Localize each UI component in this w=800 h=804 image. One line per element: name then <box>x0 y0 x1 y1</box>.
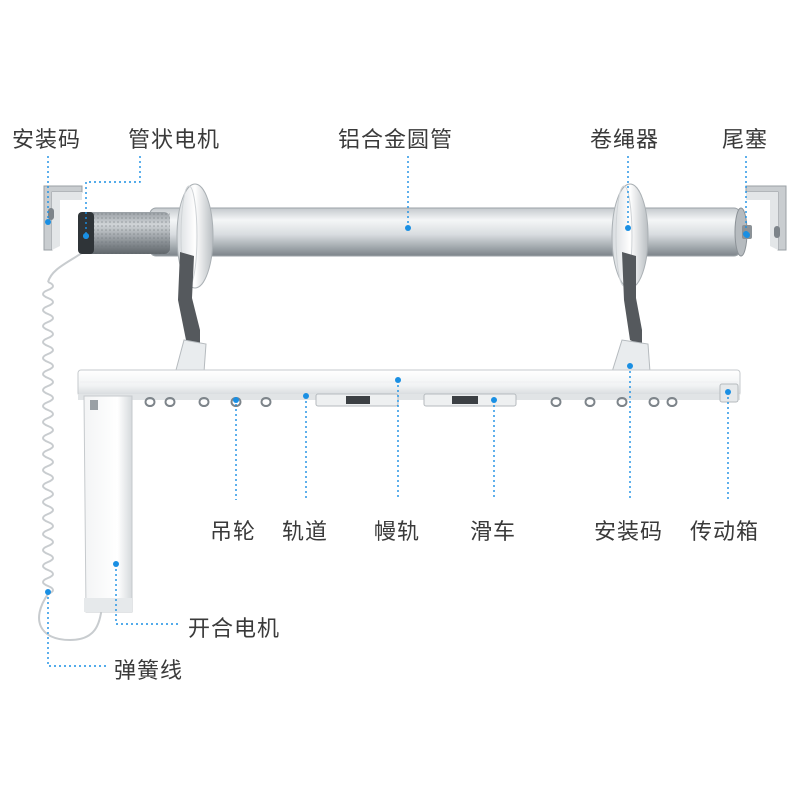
label-gearbox: 传动箱 <box>690 520 760 545</box>
label-end-plug: 尾塞 <box>722 128 769 153</box>
label-spring-cable: 弹簧线 <box>114 659 184 684</box>
label-track: 轨道 <box>282 520 329 545</box>
right-rope-winder <box>611 183 651 373</box>
leader-open-close-motor <box>115 564 180 625</box>
left-mount-bracket <box>43 185 83 251</box>
pulley-hooks <box>144 397 678 408</box>
leader-dots <box>45 219 749 595</box>
left-rope-winder <box>175 183 214 373</box>
label-mount-code-right: 安装码 <box>594 520 664 545</box>
tubular-motor <box>78 212 170 254</box>
label-aluminum-tube: 铝合金圆管 <box>338 128 454 153</box>
aluminum-tube <box>149 207 748 257</box>
leader-tubular-motor <box>85 156 141 236</box>
label-valance-rail: 幔轨 <box>374 520 421 545</box>
label-tubular-motor: 管状电机 <box>128 128 221 153</box>
leader-lines <box>47 156 747 667</box>
label-open-close-motor: 开合电机 <box>188 617 281 642</box>
main-track-rail <box>77 369 741 400</box>
label-pulley: 吊轮 <box>210 520 257 545</box>
label-slider: 滑车 <box>470 520 517 545</box>
label-mount-code-left: 安装码 <box>12 128 82 153</box>
right-mount-bracket <box>745 185 787 251</box>
open-close-motor-housing <box>83 395 133 613</box>
label-rope-winder: 卷绳器 <box>590 128 660 153</box>
slider-carts <box>315 393 517 407</box>
